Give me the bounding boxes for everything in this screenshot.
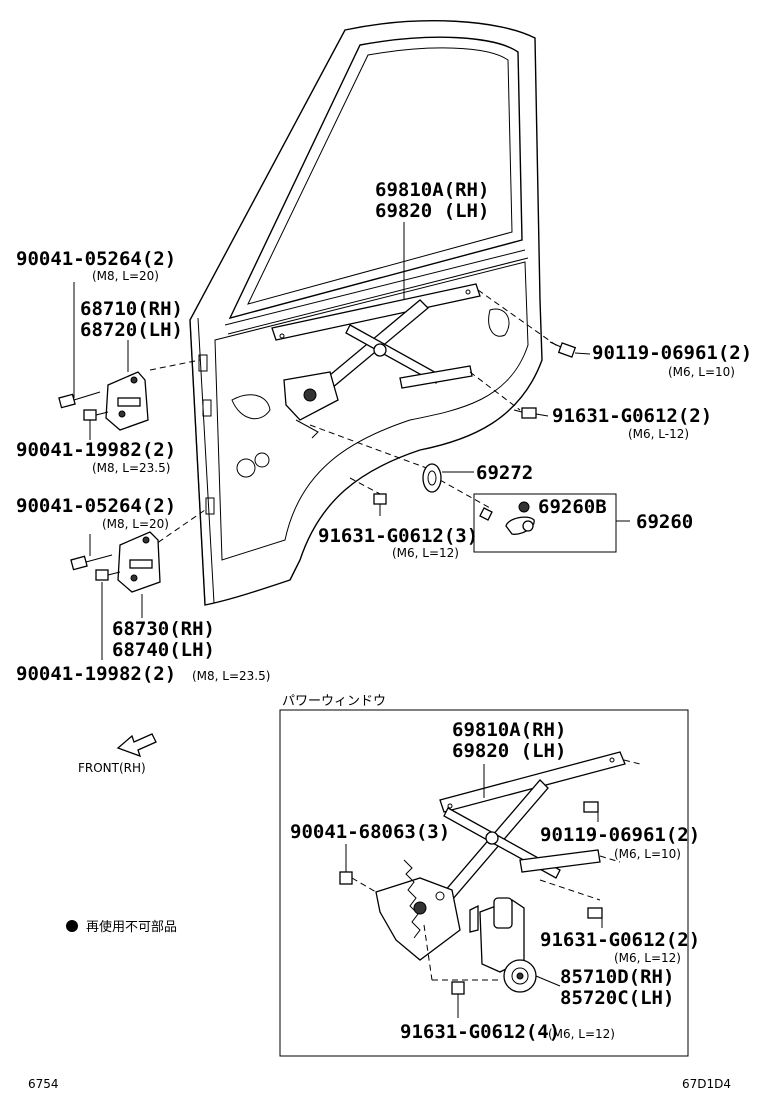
spec-pw-91631-a: (M6, L=12) — [614, 951, 681, 965]
label-69810a: 69810A(RH) — [375, 179, 489, 201]
power-window-title: パワーウィンドウ — [282, 694, 386, 709]
upper-hinge — [105, 371, 149, 431]
spec-pw-91631-b: (M6, L=12) — [548, 1027, 615, 1041]
label-90041-05264-mid: 90041-05264(2) — [16, 495, 176, 517]
non-reusable-part-icon — [66, 920, 78, 932]
label-pw-85720c: 85720C(LH) — [560, 987, 674, 1009]
label-69820: 69820 (LH) — [375, 200, 489, 222]
label-68720: 68720(LH) — [80, 319, 183, 341]
front-door-panel — [189, 20, 543, 606]
label-68710: 68710(RH) — [80, 298, 183, 320]
power-window-regulator — [375, 751, 626, 993]
manual-window-regulator — [271, 283, 481, 439]
label-68730: 68730(RH) — [112, 618, 215, 640]
power-window-inset-frame — [279, 709, 689, 1057]
label-69260: 69260 — [636, 511, 693, 533]
label-69272: 69272 — [476, 462, 533, 484]
label-91631-mid: 91631-G0612(3) — [318, 525, 478, 547]
label-pw-90041-68063: 90041-68063(3) — [290, 821, 450, 843]
spec-90041-05264-top: (M8, L=20) — [92, 269, 159, 283]
legend-non-reusable-text: 再使用不可部品 — [86, 919, 177, 935]
front-arrow-icon — [116, 733, 157, 758]
label-91631-top: 91631-G0612(2) — [552, 405, 712, 427]
label-90119-top: 90119-06961(2) — [592, 342, 752, 364]
bolt-90119-top — [549, 341, 591, 358]
bolt-pw-90041 — [339, 844, 377, 893]
label-90041-19982-bot: 90041-19982(2) — [16, 663, 176, 685]
page-number: 6754 — [28, 1077, 59, 1091]
label-90041-05264-top: 90041-05264(2) — [16, 248, 176, 270]
spec-90041-19982-top: (M8, L=23.5) — [92, 461, 170, 475]
label-pw-91631-b: 91631-G0612(4) — [400, 1021, 560, 1043]
label-69260b: 69260B — [538, 496, 607, 518]
label-pw-91631-a: 91631-G0612(2) — [540, 929, 700, 951]
front-direction-label: FRONT(RH) — [78, 761, 146, 775]
washer-69272 — [422, 463, 474, 493]
lower-hinge-bolts — [70, 554, 121, 581]
spec-90119-top: (M6, L=10) — [668, 365, 735, 379]
window-handle-kit-69260 — [473, 493, 630, 553]
label-90041-19982-top: 90041-19982(2) — [16, 439, 176, 461]
bolt-91631-mid — [349, 477, 387, 516]
bolt-91631-top — [513, 407, 549, 419]
label-pw-85710d: 85710D(RH) — [560, 966, 674, 988]
spec-90041-05264-mid: (M8, L=20) — [102, 517, 169, 531]
label-68740: 68740(LH) — [112, 639, 215, 661]
spec-90041-19982-bot: (M8, L=23.5) — [192, 669, 270, 683]
bolt-pw-90119 — [583, 801, 599, 822]
spec-pw-90119: (M6, L=10) — [614, 847, 681, 861]
lower-hinge — [117, 531, 161, 593]
figure-code: 67D1D4 — [682, 1077, 731, 1091]
bolt-pw-91631-b — [451, 981, 465, 1018]
label-pw-69820: 69820 (LH) — [452, 740, 566, 762]
spec-91631-top: (M6, L-12) — [628, 427, 689, 441]
spec-91631-mid: (M6, L=12) — [392, 546, 459, 560]
label-pw-69810a: 69810A(RH) — [452, 719, 566, 741]
label-pw-90119: 90119-06961(2) — [540, 824, 700, 846]
upper-hinge-bolts — [58, 391, 109, 421]
bolt-pw-91631-a — [587, 907, 603, 928]
